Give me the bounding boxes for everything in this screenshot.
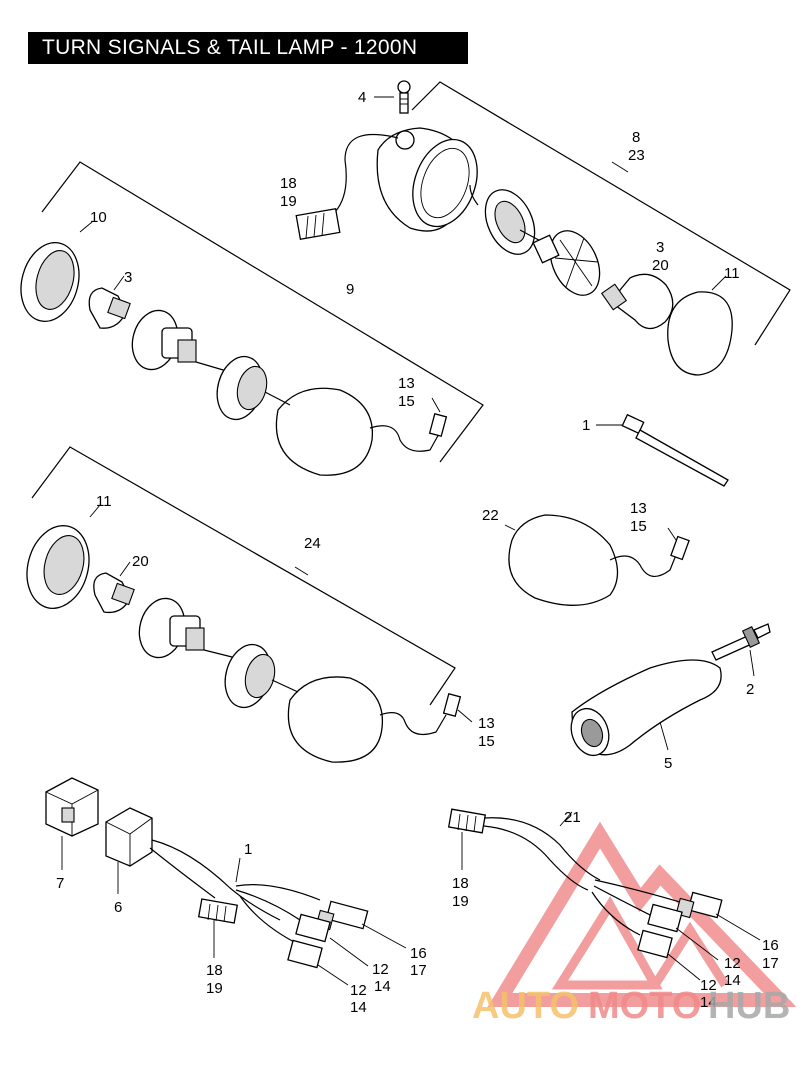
connector-12-14-bottom-left-a [295, 913, 331, 943]
label-15-b: 15 [630, 518, 647, 535]
connector-part-7 [45, 777, 99, 870]
label-13-a: 13 [398, 375, 415, 392]
label-1-top: 1 [582, 417, 590, 434]
lens-part-11-left [26, 504, 101, 609]
grommet-24 [224, 643, 276, 709]
label-13-c: 13 [478, 715, 495, 732]
lamp-socket-top [532, 230, 601, 296]
label-13-b: 13 [630, 500, 647, 517]
label-3-left: 3 [124, 269, 132, 286]
lamp-socket-24 [138, 597, 237, 659]
label-17-right: 17 [762, 955, 779, 972]
label-15-c: 15 [478, 733, 495, 750]
label-12-left-b: 12 [350, 982, 367, 999]
connector-12-14-bottom-right-a [647, 903, 683, 933]
label-24: 24 [304, 535, 321, 552]
label-5: 5 [664, 755, 672, 772]
cable-tie-part-1 [596, 413, 729, 487]
watermark-logo [487, 821, 797, 1007]
turn-signal-assembly-24 [26, 446, 473, 763]
label-16-left: 16 [410, 945, 427, 962]
label-17-left: 17 [410, 962, 427, 979]
label-19-right: 19 [452, 893, 469, 910]
harness-part-6 [105, 807, 407, 986]
diagram-title: TURN SIGNALS & TAIL LAMP - 1200N [28, 32, 468, 64]
screw-part-4 [374, 80, 411, 114]
lamp-socket-9 [131, 309, 231, 373]
connector-12-14-bottom-right-b [637, 929, 673, 959]
label-14-left-a: 14 [374, 978, 391, 995]
connector-18-19-bottom-left [197, 898, 239, 924]
bolt-part-2 [711, 623, 771, 677]
label-20-left: 20 [132, 553, 149, 570]
turn-signal-housing-assembly-top [295, 80, 791, 376]
mount-part-5 [570, 659, 722, 757]
lens-part-10 [20, 221, 93, 322]
label-2: 2 [746, 681, 754, 698]
connector-18-19-bottom-right [447, 808, 487, 834]
label-21: 21 [564, 809, 581, 826]
label-16-right: 16 [762, 937, 779, 954]
bulb-part-3-20-top [600, 273, 674, 330]
label-12-right-a: 12 [724, 955, 741, 972]
harness-part-21 [447, 808, 761, 981]
lamp-part-22 [504, 514, 690, 606]
label-4: 4 [358, 89, 366, 106]
label-14-right-a: 14 [724, 972, 741, 989]
label-20-top: 20 [652, 257, 669, 274]
label-11-top: 11 [724, 265, 740, 282]
label-7: 7 [56, 875, 64, 892]
grommet-9 [216, 355, 268, 421]
label-18-left: 18 [206, 962, 223, 979]
connector-18-19-top [295, 207, 341, 241]
label-18-top: 18 [280, 175, 297, 192]
label-1-bottom: 1 [244, 841, 252, 858]
label-6: 6 [114, 899, 122, 916]
label-12-left-a: 12 [372, 961, 389, 978]
label-10: 10 [90, 209, 107, 226]
label-8: 8 [632, 129, 640, 146]
label-18-right: 18 [452, 875, 469, 892]
turn-signal-assembly-9 [20, 161, 484, 476]
label-23: 23 [628, 147, 645, 164]
connector-12-14-bottom-left-b [287, 939, 323, 969]
watermark-part-moto: MOTO [588, 985, 701, 1027]
label-14-left-b: 14 [350, 999, 367, 1016]
label-9: 9 [346, 281, 354, 298]
label-19-left: 19 [206, 980, 223, 997]
label-22: 22 [482, 507, 499, 524]
callout-labels: 4 8 23 18 19 10 3 3 20 11 9 13 15 1 11 2… [56, 89, 779, 1016]
bulb-part-3-left [88, 275, 131, 329]
watermark-wordmark: AUTO MOTO HUB [472, 985, 790, 1027]
lens-part-11-top [667, 291, 733, 376]
label-12-right-b: 12 [700, 977, 717, 994]
watermark-part-hub: HUB [708, 985, 790, 1027]
watermark-part-auto: AUTO [472, 985, 579, 1027]
label-19-top: 19 [280, 193, 297, 210]
label-15-a: 15 [398, 393, 415, 410]
bulb-part-20-left [93, 561, 135, 614]
label-11-left: 11 [96, 493, 112, 510]
label-3-top: 3 [656, 239, 664, 256]
label-14-right-b: 14 [700, 994, 717, 1011]
connector-13-15-a [428, 412, 448, 438]
connector-16-17-bottom-right [675, 891, 723, 919]
